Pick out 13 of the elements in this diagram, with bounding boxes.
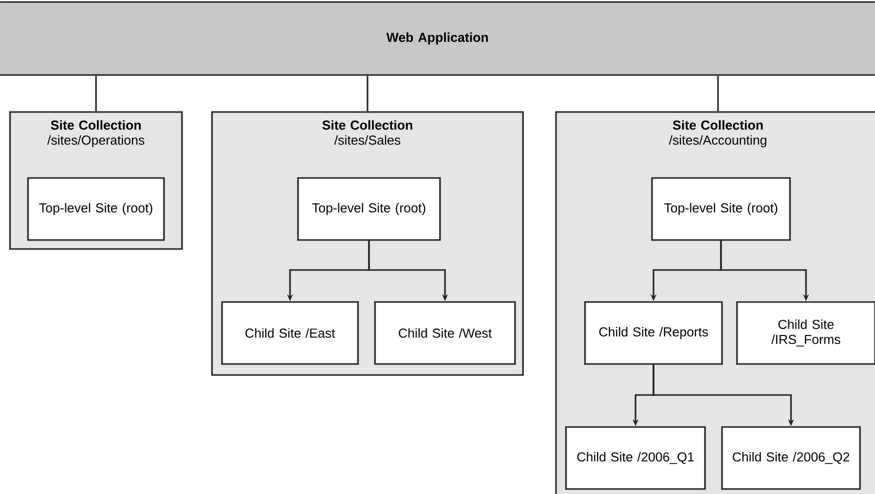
site-box: Child Site /2006_Q2 (721, 426, 861, 490)
site-box: Child Site /West (374, 301, 516, 365)
site-box: Top-level Site (root) (297, 177, 441, 241)
site-box: Child Site /East (221, 301, 359, 365)
web-application-bar: Web Application (0, 1, 875, 76)
site-box: Child Site /2006_Q1 (565, 426, 706, 490)
connector-line (95, 76, 97, 112)
site-box: Child Site /IRS_Forms (736, 301, 875, 365)
connector-line (366, 76, 368, 112)
site-box: Child Site /Reports (584, 301, 723, 365)
site-box: Top-level Site (root) (651, 177, 791, 241)
connector-line (717, 76, 719, 112)
site-box: Top-level Site (root) (27, 177, 165, 241)
